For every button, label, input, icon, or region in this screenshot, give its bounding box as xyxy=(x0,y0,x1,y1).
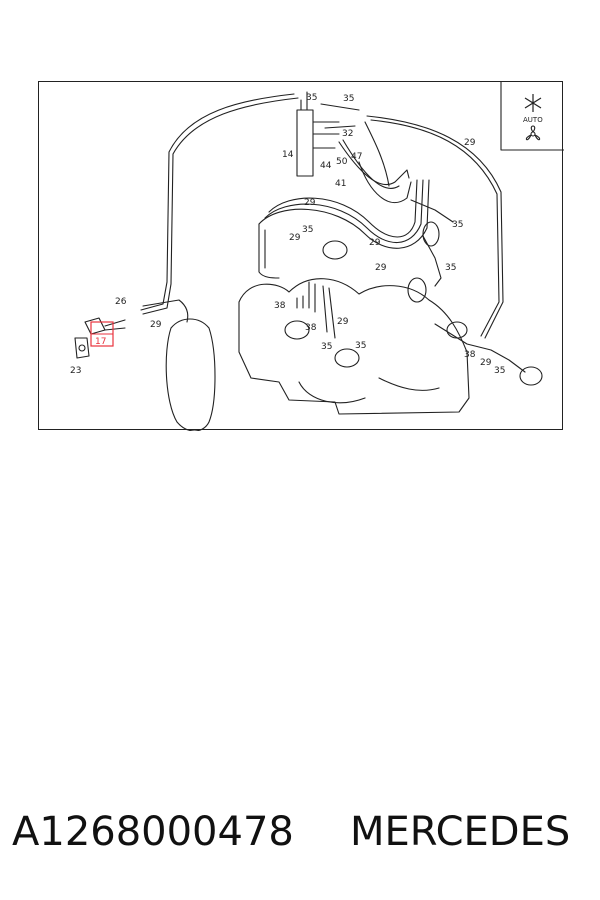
callout: 41 xyxy=(335,179,346,189)
callout: 38 xyxy=(305,323,317,333)
callout-labels: 35 35 32 14 44 50 47 41 29 29 35 29 35 2… xyxy=(70,93,505,376)
part-number: A1268000478 xyxy=(12,809,294,855)
callout: 29 xyxy=(375,263,387,273)
callout: 38 xyxy=(274,301,286,311)
callout: 29 xyxy=(304,198,316,208)
bracket-23 xyxy=(74,337,90,359)
actuator-right-upper xyxy=(422,221,440,247)
callout: 32 xyxy=(342,129,353,139)
callout: 35 xyxy=(343,94,354,104)
actuator-center-left xyxy=(284,320,310,340)
actuator-right-mid xyxy=(407,277,427,303)
callout: 38 xyxy=(464,350,476,360)
callout: 35 xyxy=(321,342,332,352)
callout: 26 xyxy=(115,297,127,307)
callout-highlighted: 17 xyxy=(95,337,106,347)
snowflake-icon xyxy=(524,94,542,112)
auto-climate-symbol: AUTO xyxy=(523,94,543,141)
brand-name: MERCEDES xyxy=(350,809,571,855)
callout: 29 xyxy=(337,317,349,327)
fan-icon xyxy=(525,125,541,141)
vacuum-reservoir xyxy=(165,318,216,431)
callout: 35 xyxy=(306,93,317,103)
vacuum-distributor-14 xyxy=(296,109,314,177)
actuator-far-right xyxy=(519,366,543,386)
symbol-box-border xyxy=(500,82,564,151)
callout: 35 xyxy=(445,263,456,273)
auto-label: AUTO xyxy=(523,116,543,124)
callout: 29 xyxy=(480,358,492,368)
callout: 35 xyxy=(494,366,505,376)
hose-29-left xyxy=(140,93,295,311)
vacuum-line-schematic: AUTO 35 35 32 14 44 50 47 41 29 29 35 29… xyxy=(70,82,564,431)
callout: 50 xyxy=(336,157,348,167)
callout: 29 xyxy=(369,238,381,248)
callout: 23 xyxy=(70,366,81,376)
parts-diagram: AUTO 35 35 32 14 44 50 47 41 29 29 35 29… xyxy=(38,81,564,431)
actuator-center-lower xyxy=(334,348,360,368)
callout: 35 xyxy=(302,225,313,235)
engine-outline xyxy=(238,278,470,415)
actuator-right-lower xyxy=(446,321,468,339)
callout: 35 xyxy=(355,341,366,351)
callout: 29 xyxy=(464,138,476,148)
callout: 47 xyxy=(351,152,362,162)
switchover-valve-17 xyxy=(84,317,106,335)
hose-29-right xyxy=(366,115,504,339)
callout: 29 xyxy=(150,320,162,330)
actuator-center-upper xyxy=(322,240,348,260)
callout: 29 xyxy=(289,233,301,243)
callout: 14 xyxy=(282,150,294,160)
callout: 35 xyxy=(452,220,463,230)
callout: 44 xyxy=(320,161,332,171)
